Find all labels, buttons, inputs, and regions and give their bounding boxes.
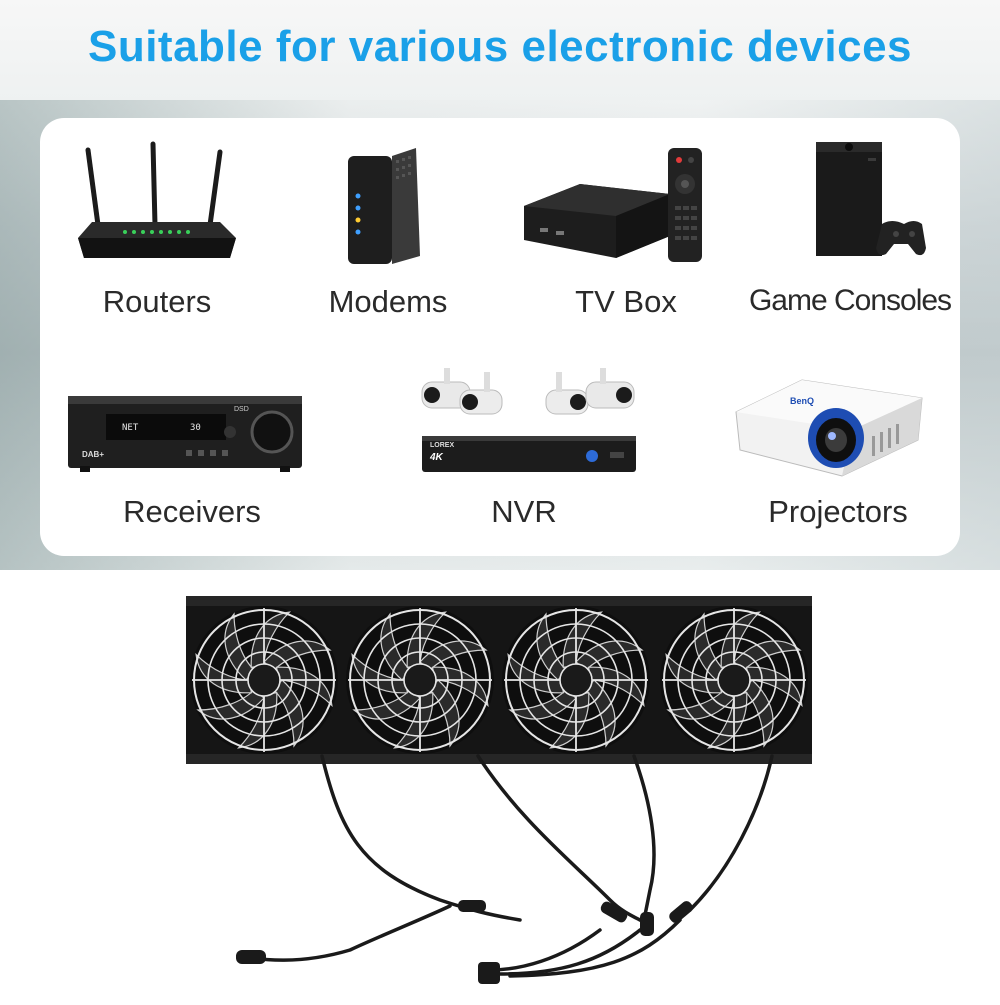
nvr-brand-text: LOREX: [430, 442, 455, 449]
device-label-routers: Routers: [102, 284, 212, 319]
projector-icon: BenQ: [732, 372, 926, 480]
device-label-nvr: NVR: [491, 494, 557, 529]
device-label-game-consoles: Game Consoles: [748, 284, 952, 317]
game-console-icon: [812, 138, 928, 270]
device-label-receivers: Receivers: [123, 494, 261, 529]
receiver-display-number: 30: [190, 423, 201, 433]
receiver-icon: NET 30 DSD DAB+: [66, 392, 306, 476]
projector-brand-text: BenQ: [790, 396, 815, 406]
device-card: [40, 118, 960, 556]
receiver-badge: DSD: [234, 406, 249, 413]
device-label-modems: Modems: [328, 284, 448, 319]
receiver-dab-badge: DAB+: [82, 450, 105, 459]
device-label-projectors: Projectors: [768, 494, 908, 529]
tv-box-icon: [520, 146, 710, 268]
page-headline: Suitable for various electronic devices: [87, 22, 913, 71]
device-label-tv-box: TV Box: [575, 284, 677, 319]
fan-product-photo: [0, 570, 1000, 1000]
nvr-icon: LOREX 4K: [414, 364, 646, 480]
router-icon: [70, 140, 240, 270]
modem-icon: [344, 146, 424, 268]
receiver-display-text: NET: [122, 423, 139, 433]
nvr-4k-text: 4K: [430, 452, 443, 463]
